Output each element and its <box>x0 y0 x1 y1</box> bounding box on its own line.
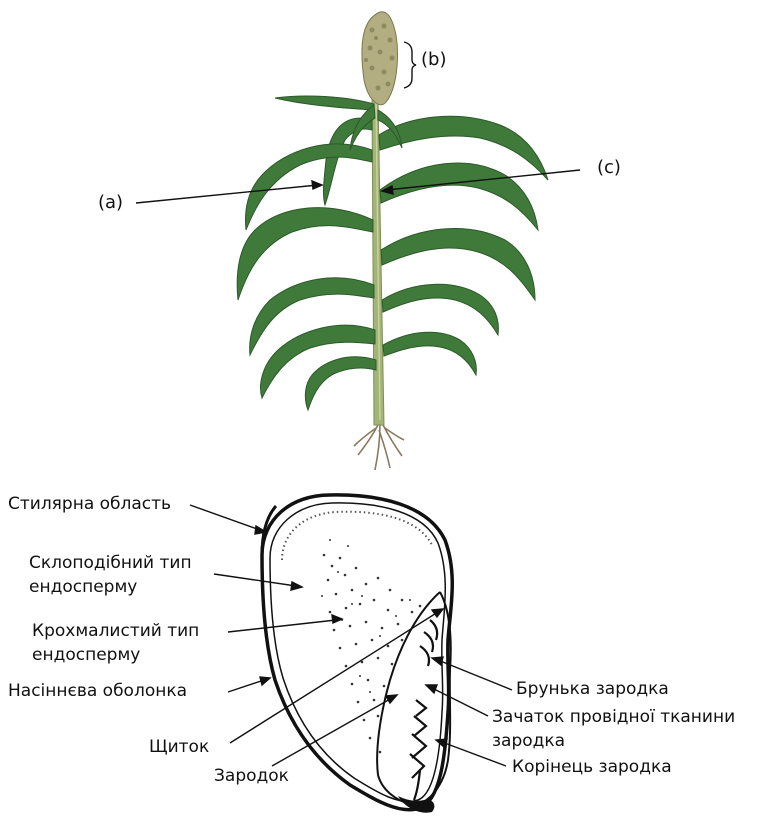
panicle <box>362 12 398 105</box>
label-starchy-endosperm-line1: Крохмалистий тип <box>32 621 199 642</box>
label-vitreous-endosperm-line2: ендосперму <box>29 577 137 598</box>
label-a: (a) <box>98 192 123 213</box>
brace-b <box>404 42 416 88</box>
label-radicle: Корінець зародка <box>512 757 672 778</box>
arrow-a <box>136 185 318 203</box>
label-embryo: Зародок <box>214 766 289 787</box>
label-vascular-line2: зародка <box>492 731 565 752</box>
label-scutellum: Щиток <box>149 737 209 758</box>
label-vitreous-endosperm-line1: Склоподібний тип <box>29 553 192 574</box>
label-stylar-region: Стилярна область <box>8 494 171 515</box>
label-seed-coat: Насіннєва оболонка <box>8 681 187 702</box>
label-vascular-line1: Зачаток провідної тканини <box>492 707 735 728</box>
label-plumule: Брунька зародка <box>516 679 669 700</box>
leaves <box>237 96 548 410</box>
sorghum-plant <box>237 12 548 470</box>
label-c: (c) <box>597 157 621 178</box>
roots <box>354 425 404 470</box>
seed-section <box>262 495 452 813</box>
label-starchy-endosperm-line2: ендосперму <box>32 645 140 666</box>
seed-coat-outline <box>262 495 452 810</box>
label-b: (b) <box>421 49 446 70</box>
